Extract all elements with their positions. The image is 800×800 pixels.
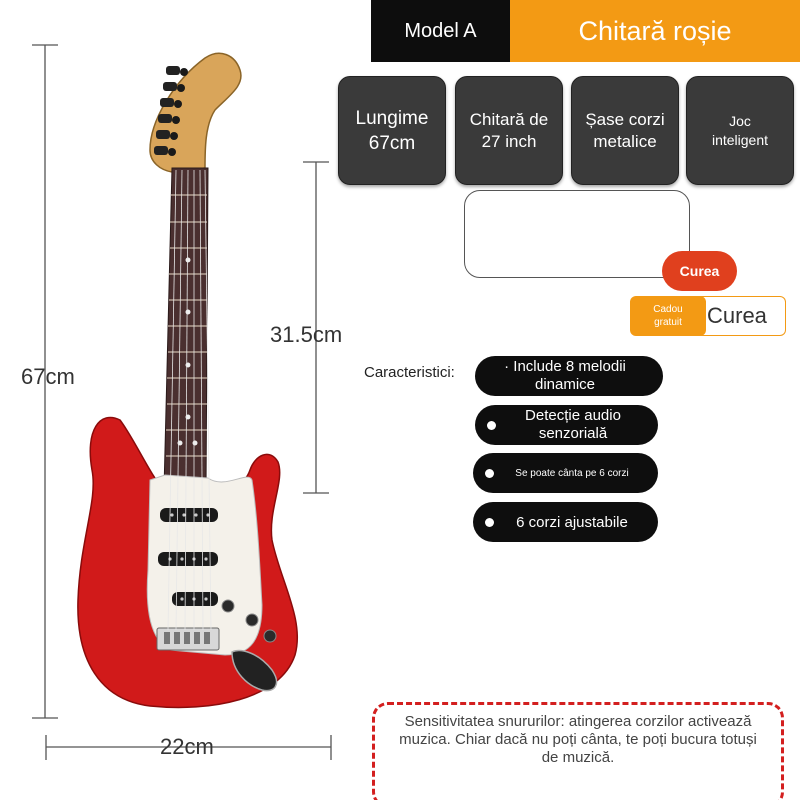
feature-pill: Detecție audio senzorială: [475, 405, 658, 445]
model-tab[interactable]: Model A: [371, 0, 510, 62]
gift-tag: Cadou gratuit: [630, 296, 706, 336]
spec-size-line2: 27 inch: [481, 131, 537, 151]
neck-dimension-label: 31.5cm: [270, 322, 343, 347]
spec-length-line1: Lungime: [355, 107, 429, 129]
gift-tag-line1: Cadou: [653, 304, 683, 315]
product-title-text: Chitară roșie: [578, 15, 732, 46]
guitar-body: [77, 169, 299, 709]
dimension-lines: [32, 44, 332, 760]
gift-label-text: Curea: [707, 303, 767, 328]
width-dimension-label: 22cm: [160, 734, 214, 759]
strap-image-box: [464, 190, 690, 278]
features-label: Caracteristici:: [364, 364, 455, 381]
guitar-headstock: [149, 52, 242, 173]
strap-badge-text: Curea: [679, 263, 720, 279]
spec-smart-line1: Joc: [729, 112, 751, 129]
sensitivity-note: Sensitivitatea snururilor: atingerea cor…: [372, 702, 784, 800]
spec-strings-line1: Șase corzi: [585, 109, 665, 129]
feature-text: 6 corzi ajustabile: [516, 513, 628, 531]
spec-strings-line2: metalice: [593, 131, 657, 151]
spec-card-smart-play: Joc inteligent: [686, 76, 794, 185]
feature-pill: Se poate cânta pe 6 corzi: [473, 453, 658, 493]
spec-size-line1: Chitară de: [469, 109, 549, 129]
sensitivity-note-text: Sensitivitatea snururilor: atingerea cor…: [399, 713, 757, 766]
gift-tag-line2: gratuit: [654, 317, 682, 328]
spec-smart-line2: inteligent: [711, 131, 769, 148]
product-title: Chitară roșie: [510, 0, 800, 62]
bullet-icon: [485, 468, 494, 478]
strap-badge: Curea: [662, 251, 737, 291]
feature-text: · Include 8 melodii dinamice: [504, 358, 626, 393]
gift-label: Curea: [700, 296, 786, 336]
bullet-icon: [485, 517, 494, 527]
feature-text: Detecție audio senzorială: [525, 407, 621, 442]
spec-length-line2: 67cm: [368, 132, 416, 154]
model-tab-label: Model A: [404, 19, 477, 42]
feature-text: Se poate cânta pe 6 corzi: [515, 467, 629, 479]
spec-card-length: Lungime 67cm: [338, 76, 446, 185]
height-dimension-label: 67cm: [21, 364, 75, 389]
bullet-icon: [487, 420, 496, 430]
feature-pill: · Include 8 melodii dinamice: [475, 356, 663, 396]
feature-pill: 6 corzi ajustabile: [473, 502, 658, 542]
